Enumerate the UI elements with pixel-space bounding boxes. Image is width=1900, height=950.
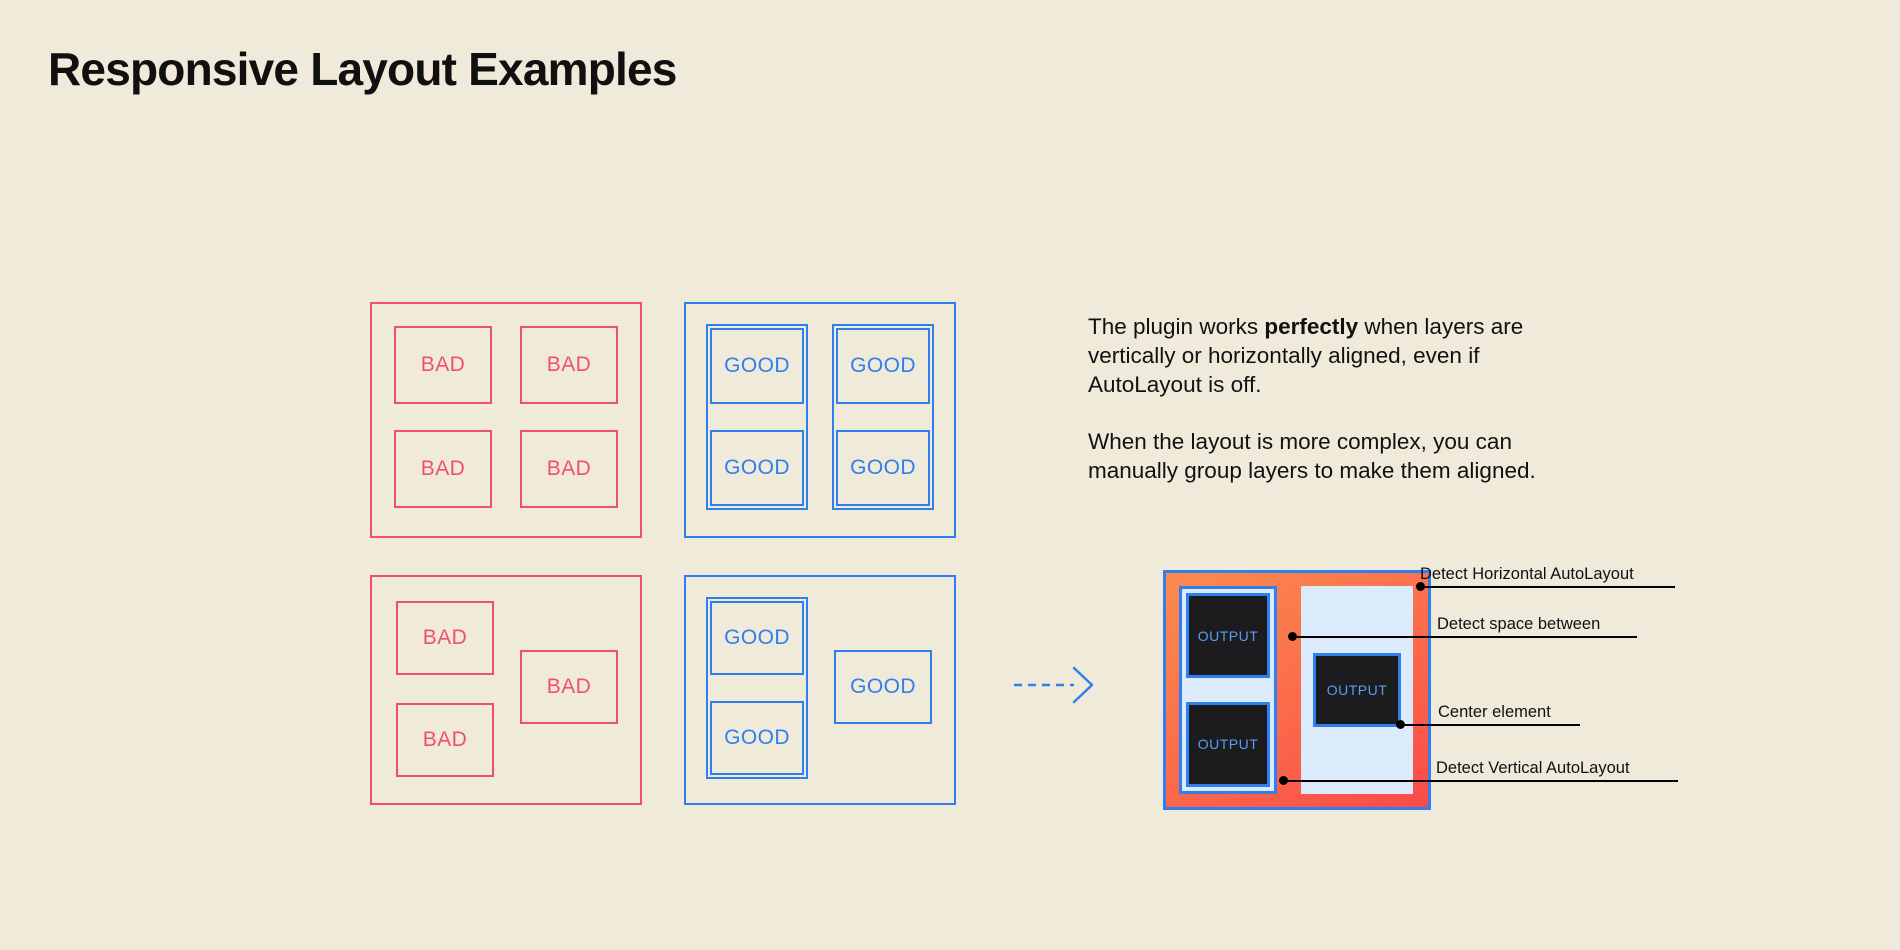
good-cell: GOOD xyxy=(834,650,932,724)
good-cell: GOOD xyxy=(710,601,804,675)
annotation-label: Detect space between xyxy=(1437,615,1601,633)
annotation-leader-line xyxy=(1283,779,1678,782)
annotation-label: Detect Horizontal AutoLayout xyxy=(1420,565,1634,583)
example-bad-complex-frame: BAD BAD BAD xyxy=(370,575,642,805)
annotation-detect-space-between: Detect space between xyxy=(1288,598,1637,641)
cell-label: GOOD xyxy=(850,675,916,698)
cell-label: BAD xyxy=(546,353,592,376)
annotation-detect-horizontal-autolayout: Detect Horizontal AutoLayout xyxy=(1416,548,1675,591)
dashed-right-arrow-icon xyxy=(1014,666,1094,704)
example-good-grid-frame: GOOD GOOD GOOD GOOD xyxy=(684,302,956,538)
output-box: OUTPUT xyxy=(1186,593,1270,679)
annotation-detect-vertical-autolayout: Detect Vertical AutoLayout xyxy=(1279,742,1678,785)
good-cell: GOOD xyxy=(836,328,930,404)
bad-cell: BAD xyxy=(396,703,494,777)
cell-label: GOOD xyxy=(724,626,790,649)
bad-cell: BAD xyxy=(394,326,492,404)
bad-cell: BAD xyxy=(520,650,618,724)
paragraph-1-emphasis: perfectly xyxy=(1264,314,1359,339)
paragraph-1: The plugin works perfectly when layers a… xyxy=(1088,312,1558,399)
annotation-dot xyxy=(1416,582,1425,591)
annotation-center-element: Center element xyxy=(1396,686,1580,729)
annotation-label: Detect Vertical AutoLayout xyxy=(1436,759,1630,777)
example-bad-grid-frame: BAD BAD BAD BAD xyxy=(370,302,642,538)
bad-cell: BAD xyxy=(520,326,618,404)
paragraph-1-part-1: The plugin works xyxy=(1088,314,1265,339)
centered-element-panel: OUTPUT xyxy=(1301,586,1413,794)
page-title: Responsive Layout Examples xyxy=(48,43,677,95)
annotation-dot xyxy=(1279,776,1288,785)
output-box: OUTPUT xyxy=(1186,701,1270,787)
annotation-dot xyxy=(1288,632,1297,641)
annotated-layout-card: OUTPUT OUTPUT OUTPUT xyxy=(1163,570,1431,810)
cell-label: BAD xyxy=(420,353,466,376)
good-cell: GOOD xyxy=(836,430,930,506)
example-good-complex-frame: GOOD GOOD GOOD xyxy=(684,575,956,805)
bad-cell: BAD xyxy=(520,430,618,508)
cell-label: BAD xyxy=(546,457,592,480)
annotation-leader-line xyxy=(1400,723,1580,726)
cell-label: GOOD xyxy=(724,354,790,377)
description-text: The plugin works perfectly when layers a… xyxy=(1088,312,1558,485)
cell-label: BAD xyxy=(546,675,592,698)
cell-label: GOOD xyxy=(724,456,790,479)
cell-label: GOOD xyxy=(724,726,790,749)
cell-label: BAD xyxy=(420,457,466,480)
annotation-dot xyxy=(1396,720,1405,729)
annotation-leader-line xyxy=(1292,635,1637,638)
paragraph-1-part-2: when layers are vertically or horizontal… xyxy=(1088,314,1524,397)
annotation-label: Center element xyxy=(1438,703,1551,721)
cell-label: BAD xyxy=(422,728,468,751)
good-cell: GOOD xyxy=(710,328,804,404)
output-box: OUTPUT xyxy=(1313,653,1401,727)
good-cell: GOOD xyxy=(710,701,804,775)
transition-arrow xyxy=(1012,665,1098,705)
cell-label: GOOD xyxy=(850,354,916,377)
card-inner: OUTPUT OUTPUT OUTPUT xyxy=(1179,586,1415,794)
bad-cell: BAD xyxy=(394,430,492,508)
good-cell: GOOD xyxy=(710,430,804,506)
cell-label: GOOD xyxy=(850,456,916,479)
bad-cell: BAD xyxy=(396,601,494,675)
cell-label: BAD xyxy=(422,626,468,649)
vertical-autolayout-group: OUTPUT OUTPUT xyxy=(1179,586,1277,794)
annotation-leader-line xyxy=(1420,585,1675,588)
paragraph-2: When the layout is more complex, you can… xyxy=(1088,429,1536,483)
